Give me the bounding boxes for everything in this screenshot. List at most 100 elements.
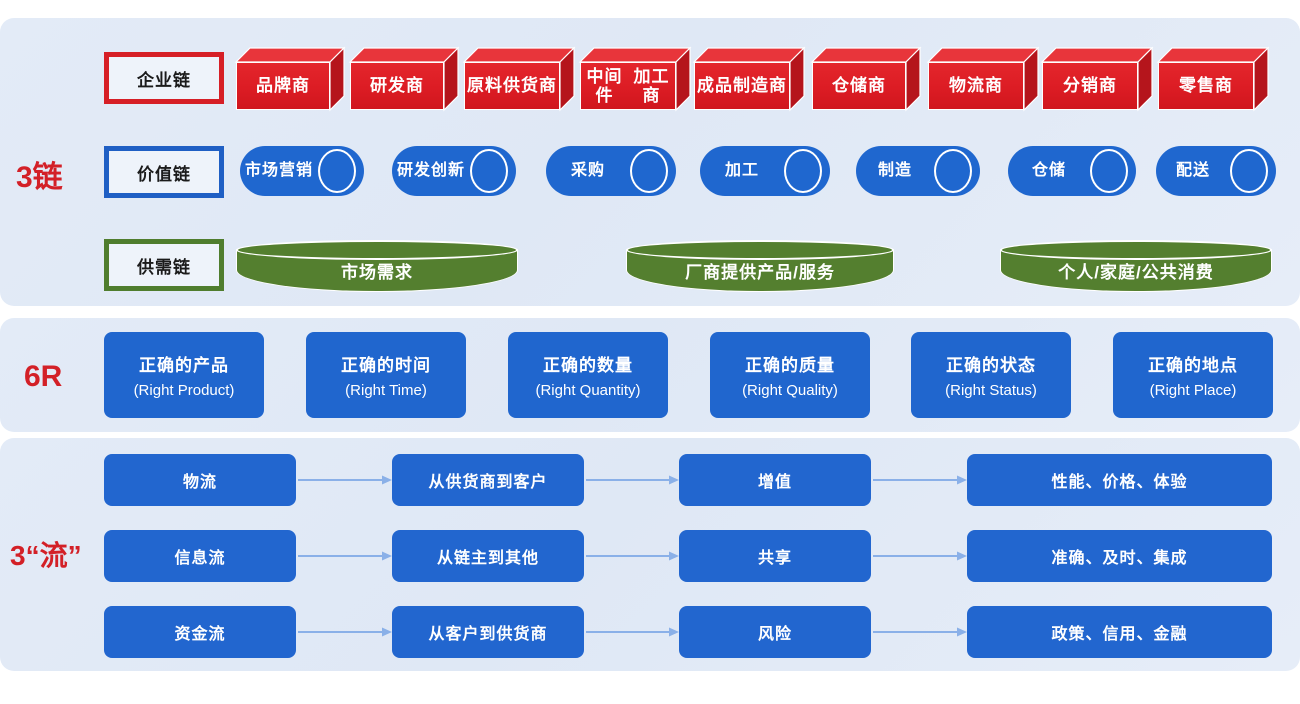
- flow-arrow-icon: [871, 627, 967, 637]
- disc-top-ellipse: [236, 240, 518, 260]
- value-chain-label: 研发创新: [396, 161, 466, 179]
- flow-attributes-cell[interactable]: 政策、信用、金融: [967, 606, 1272, 658]
- box-3d-shape: [462, 46, 576, 112]
- six-r-card-subtitle: (Right Status): [945, 382, 1037, 399]
- enterprise-node-label: 研发商: [350, 62, 444, 110]
- enterprise-node-box[interactable]: 零售商: [1156, 46, 1270, 112]
- box-3d-shape: [1156, 46, 1270, 112]
- supply-demand-label: 个人/家庭/公共消费: [1058, 262, 1214, 282]
- enterprise-node-box[interactable]: 仓储商: [810, 46, 922, 112]
- supply-demand-cylinder[interactable]: 市场需求: [236, 240, 518, 292]
- flow-name-cell[interactable]: 信息流: [104, 530, 296, 582]
- enterprise-node-box[interactable]: 研发商: [348, 46, 460, 112]
- enterprise-node-label: 仓储商: [812, 62, 906, 110]
- flow-arrow-icon: [296, 551, 392, 561]
- enterprise-node-label: 零售商: [1158, 62, 1254, 110]
- section-label-three-chains: 3链: [16, 161, 63, 194]
- six-r-card-subtitle: (Right Time): [345, 382, 427, 399]
- value-chain-cylinder[interactable]: 市场营销: [240, 146, 364, 196]
- box-3d-shape: [234, 46, 346, 112]
- value-chain-label: 仓储: [1031, 161, 1066, 179]
- flow-name-cell[interactable]: 物流: [104, 454, 296, 506]
- flow-arrow-icon: [296, 627, 392, 637]
- cylinder-end-cap: [1230, 149, 1268, 193]
- flow-arrow-icon: [584, 475, 679, 485]
- supply-demand-label: 厂商提供产品/服务: [685, 262, 835, 282]
- flow-attributes-cell[interactable]: 性能、价格、体验: [967, 454, 1272, 506]
- cylinder-end-cap: [318, 149, 356, 193]
- section-label-six-r: 6R: [24, 360, 63, 393]
- six-r-card[interactable]: 正确的数量 (Right Quantity): [508, 332, 668, 418]
- enterprise-node-label: 物流商: [928, 62, 1024, 110]
- flow-effect-cell[interactable]: 增值: [679, 454, 871, 506]
- flow-arrow-icon: [871, 551, 967, 561]
- flow-direction-cell[interactable]: 从链主到其他: [392, 530, 584, 582]
- flow-arrow-icon: [296, 475, 392, 485]
- six-r-card-subtitle: (Right Quality): [742, 382, 838, 399]
- six-r-card-title: 正确的产品: [139, 356, 229, 375]
- value-chain-cylinder[interactable]: 采购: [546, 146, 676, 196]
- value-chain-label: 制造: [877, 161, 912, 179]
- section-label-three-flows: 3“流”: [10, 540, 82, 571]
- box-3d-shape: [578, 46, 692, 112]
- value-chain-label: 加工: [724, 161, 759, 179]
- six-r-card-title: 正确的质量: [745, 356, 835, 375]
- enterprise-node-label: 中间件加工商: [580, 62, 676, 110]
- six-r-card[interactable]: 正确的时间 (Right Time): [306, 332, 466, 418]
- value-chain-cylinder[interactable]: 研发创新: [392, 146, 516, 196]
- box-3d-shape: [810, 46, 922, 112]
- box-3d-shape: [1040, 46, 1154, 112]
- flow-name-cell[interactable]: 资金流: [104, 606, 296, 658]
- flow-arrow-icon: [584, 551, 679, 561]
- enterprise-node-box[interactable]: 分销商: [1040, 46, 1154, 112]
- disc-top-ellipse: [1000, 240, 1272, 260]
- supply-demand-cylinder[interactable]: 个人/家庭/公共消费: [1000, 240, 1272, 292]
- supply-demand-cylinder[interactable]: 厂商提供产品/服务: [626, 240, 894, 292]
- enterprise-node-label: 分销商: [1042, 62, 1138, 110]
- value-chain-label: 采购: [570, 161, 605, 179]
- enterprise-node-box[interactable]: 原料供货商: [462, 46, 576, 112]
- cylinder-end-cap: [470, 149, 508, 193]
- flow-direction-cell[interactable]: 从客户到供货商: [392, 606, 584, 658]
- cylinder-end-cap: [784, 149, 822, 193]
- box-3d-shape: [348, 46, 460, 112]
- enterprise-node-label: 成品制造商: [694, 62, 790, 110]
- six-r-card-subtitle: (Right Product): [133, 382, 235, 399]
- chain-label-supply-demand: 供需链: [104, 239, 224, 291]
- supply-demand-label: 市场需求: [341, 262, 413, 282]
- enterprise-node-box[interactable]: 物流商: [926, 46, 1040, 112]
- cylinder-end-cap: [1090, 149, 1128, 193]
- flow-attributes-cell[interactable]: 准确、及时、集成: [967, 530, 1272, 582]
- six-r-card-title: 正确的状态: [946, 356, 1036, 375]
- flow-effect-cell[interactable]: 共享: [679, 530, 871, 582]
- enterprise-node-box[interactable]: 成品制造商: [692, 46, 806, 112]
- value-chain-label: 配送: [1175, 161, 1210, 179]
- value-chain-cylinder[interactable]: 加工: [700, 146, 830, 196]
- disc-top-ellipse: [626, 240, 894, 260]
- six-r-card-title: 正确的地点: [1148, 356, 1238, 375]
- cylinder-end-cap: [934, 149, 972, 193]
- six-r-card-title: 正确的数量: [543, 356, 633, 375]
- value-chain-label: 市场营销: [244, 161, 314, 179]
- value-chain-cylinder[interactable]: 制造: [856, 146, 980, 196]
- six-r-card[interactable]: 正确的产品 (Right Product): [104, 332, 264, 418]
- flow-arrow-icon: [871, 475, 967, 485]
- enterprise-node-label: 原料供货商: [464, 62, 560, 110]
- enterprise-node-box[interactable]: 中间件加工商: [578, 46, 692, 112]
- six-r-card[interactable]: 正确的状态 (Right Status): [911, 332, 1071, 418]
- box-3d-shape: [926, 46, 1040, 112]
- flow-effect-cell[interactable]: 风险: [679, 606, 871, 658]
- six-r-card-subtitle: (Right Quantity): [535, 382, 641, 399]
- flow-arrow-icon: [584, 627, 679, 637]
- six-r-card[interactable]: 正确的地点(Right Place): [1113, 332, 1273, 418]
- six-r-card[interactable]: 正确的质量 (Right Quality): [710, 332, 870, 418]
- flow-direction-cell[interactable]: 从供货商到客户: [392, 454, 584, 506]
- enterprise-node-label: 品牌商: [236, 62, 330, 110]
- chain-label-enterprise: 企业链: [104, 52, 224, 104]
- value-chain-cylinder[interactable]: 仓储: [1008, 146, 1136, 196]
- enterprise-node-box[interactable]: 品牌商: [234, 46, 346, 112]
- value-chain-cylinder[interactable]: 配送: [1156, 146, 1276, 196]
- cylinder-end-cap: [630, 149, 668, 193]
- six-r-card-title: 正确的时间: [341, 356, 431, 375]
